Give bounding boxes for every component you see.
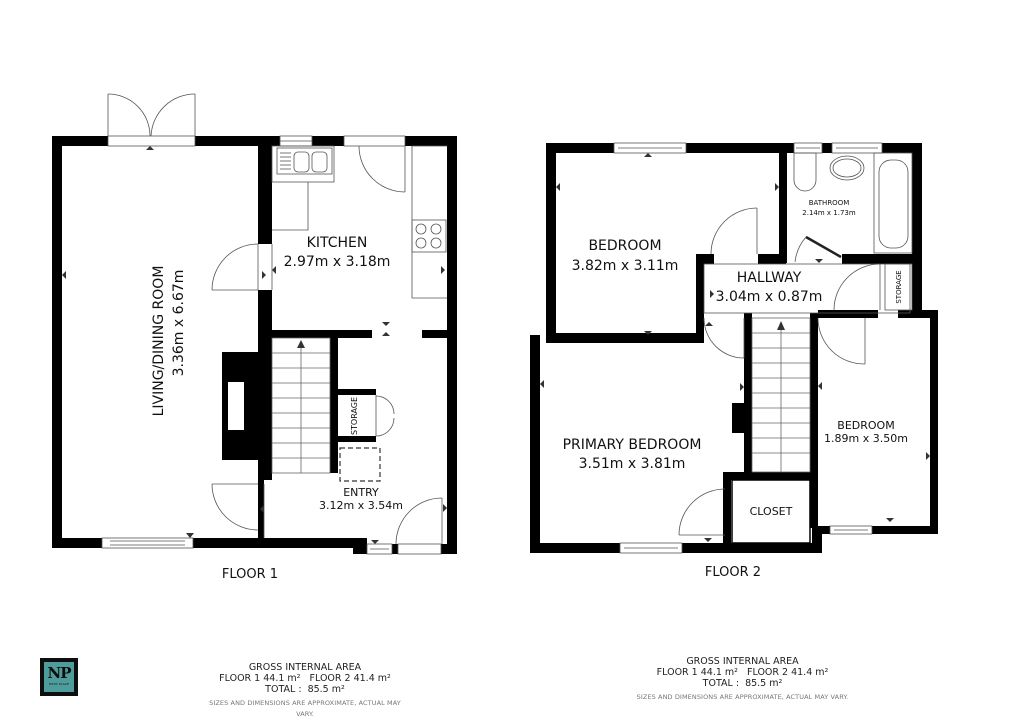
floor-1-plan: LIVING/DINING ROOM 3.36m x 6.67m KITCHEN… [52,93,457,582]
floor-2-fixtures [678,152,913,536]
room-label-living: LIVING/DINING ROOM [151,266,167,417]
room-dims-kitchen: 2.97m x 3.18m [284,254,391,270]
floor-2-windows [613,142,883,554]
room-label-storage-f1: STORAGE [350,397,359,435]
room-label-bedroom-2: BEDROOM [837,419,894,432]
room-label-entry: ENTRY [343,486,379,499]
gross-area-right: GROSS INTERNAL AREA FLOOR 1 44.1 m² FLOO… [620,656,865,703]
kitchen-fixtures [211,145,447,545]
room-label-bedroom-1: BEDROOM [588,238,661,254]
room-label-primary-bedroom: PRIMARY BEDROOM [563,437,702,453]
floor-2-plan: BEDROOM 3.82m x 3.11m BATHROOM 2.14m x 1… [530,142,938,580]
logo-name: NEST PLACE [48,682,70,686]
room-label-closet: CLOSET [750,505,793,518]
floor-1-windows [101,135,442,555]
room-dims-living: 3.36m x 6.67m [171,270,187,377]
french-doors [107,93,196,137]
area-heading: GROSS INTERNAL AREA [248,662,362,673]
room-label-bathroom: BATHROOM [809,199,850,207]
gross-area-left: GROSS INTERNAL AREA FLOOR 1 44.1 m² FLOO… [200,662,410,720]
floor-2-stairs [751,317,811,473]
area-heading: GROSS INTERNAL AREA [686,656,799,667]
area-note: SIZES AND DIMENSIONS ARE APPROXIMATE, AC… [209,699,401,718]
room-dims-bedroom-2: 1.89m x 3.50m [824,432,908,445]
area-total: TOTAL : 85.5 m² [702,678,783,689]
area-note: SIZES AND DIMENSIONS ARE APPROXIMATE, AC… [636,693,849,701]
room-dims-hallway: 3.04m x 0.87m [716,289,823,305]
room-dims-primary-bedroom: 3.51m x 3.81m [579,456,686,472]
brand-logo: NP NEST PLACE [40,658,78,696]
room-dims-entry: 3.12m x 3.54m [319,499,403,512]
logo-initials: NP [47,664,72,682]
room-label-storage-f2: STORAGE [895,270,903,303]
floor-2-title: FLOOR 2 [705,565,761,580]
room-label-hallway: HALLWAY [737,270,802,286]
floor-1-walls [52,136,457,554]
floor-2-walls [530,143,938,553]
room-label-kitchen: KITCHEN [307,235,368,251]
area-total: TOTAL : 85.5 m² [265,684,345,695]
area-floors: FLOOR 1 44.1 m² FLOOR 2 41.4 m² [656,667,829,678]
room-dims-bathroom: 2.14m x 1.73m [802,209,856,217]
room-dims-bedroom-1: 3.82m x 3.11m [572,258,679,274]
area-floors: FLOOR 1 44.1 m² FLOOR 2 41.4 m² [219,673,391,684]
floor-1-stairs [271,337,331,474]
floor-1-title: FLOOR 1 [222,567,278,582]
